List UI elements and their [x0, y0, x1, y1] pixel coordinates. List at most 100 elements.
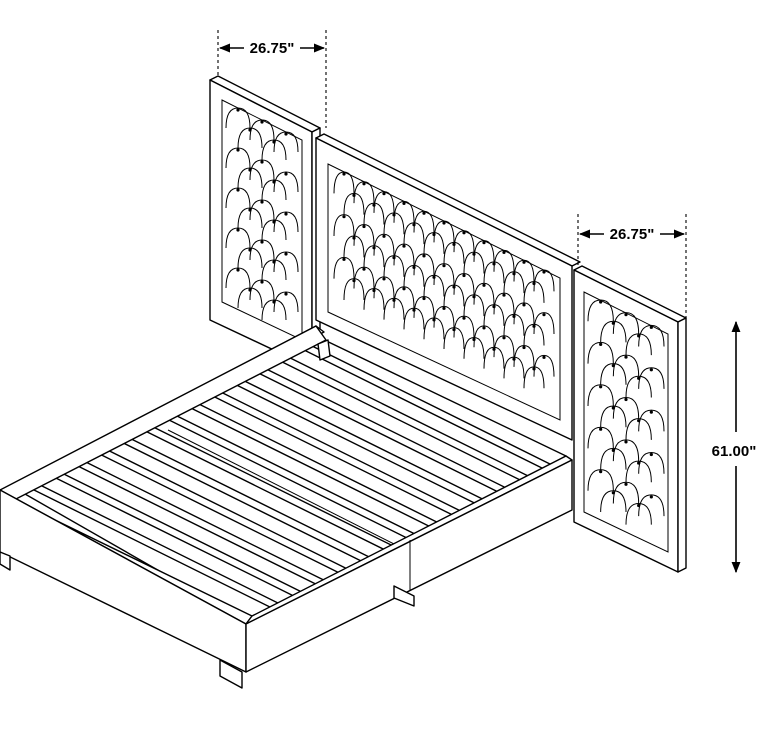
center-tufted-pattern: [333, 171, 555, 389]
tuft-scallop: [625, 375, 652, 398]
tuft-button: [611, 364, 615, 368]
left-wing-panel: [209, 75, 321, 369]
tuft-scallop: [443, 241, 465, 264]
tuft-scallop: [443, 327, 465, 350]
tuft-scallop: [513, 259, 535, 282]
tuft-scallop: [353, 266, 375, 289]
tuft-scallop: [503, 271, 525, 294]
tuft-scallop: [523, 281, 545, 303]
tuft-button: [272, 140, 276, 144]
tuft-scallop: [363, 245, 385, 268]
tuft-button: [272, 220, 276, 224]
tuft-button: [482, 283, 486, 287]
tuft-scallop: [523, 366, 545, 389]
tuft-button: [522, 345, 526, 350]
bed-frame: [0, 325, 573, 689]
tuft-scallop: [225, 267, 251, 289]
tuft-scallop: [343, 278, 365, 301]
tuft-scallop: [261, 179, 287, 201]
tuft-scallop: [403, 264, 425, 287]
tuft-scallop: [237, 287, 263, 309]
tuft-scallop: [513, 345, 535, 367]
tuft-scallop: [625, 460, 652, 483]
tuft-button: [542, 270, 546, 274]
tuft-scallop: [493, 335, 515, 358]
tuft-button: [342, 215, 346, 219]
tuft-button: [260, 160, 264, 164]
tuft-button: [599, 385, 603, 389]
tuft-button: [462, 231, 466, 235]
tuft-button: [372, 288, 376, 293]
tuft-button: [611, 491, 615, 495]
tuft-button: [260, 200, 264, 204]
tuft-button: [611, 321, 615, 325]
tuft-button: [512, 272, 516, 276]
tuft-button: [432, 318, 436, 322]
tuft-scallop: [503, 313, 525, 336]
tuft-button: [382, 234, 386, 238]
tuft-scallop: [363, 202, 385, 225]
tuft-scallop: [523, 323, 545, 346]
tuft-button: [352, 193, 356, 197]
tuft-button: [462, 273, 466, 278]
tuft-scallop: [433, 220, 455, 243]
tuft-scallop: [423, 274, 445, 297]
tuft-scallop: [533, 354, 555, 377]
tuft-scallop: [237, 127, 263, 149]
tuft-scallop: [373, 276, 395, 299]
tuft-scallop: [225, 227, 251, 249]
tuft-button: [599, 470, 603, 474]
tuft-button: [236, 108, 240, 112]
dimension-left-width: 26.75": [217, 30, 327, 128]
tuft-button: [482, 326, 486, 330]
tuft-button: [649, 495, 653, 499]
tuft-scallop: [403, 307, 425, 330]
tuft-button: [402, 244, 406, 248]
tuft-scallop: [600, 320, 627, 343]
tuft-scallop: [453, 230, 475, 253]
tuft-button: [382, 277, 386, 281]
tuft-button: [532, 281, 536, 286]
tuft-button: [432, 275, 436, 279]
tuft-scallop: [261, 299, 287, 321]
tuft-button: [624, 397, 628, 402]
tuft-scallop: [600, 490, 627, 513]
tuft-button: [442, 306, 446, 310]
tuft-button: [624, 355, 628, 359]
tuft-button: [649, 325, 653, 329]
tuft-scallop: [625, 333, 652, 356]
tuft-scallop: [493, 292, 515, 315]
tuft-button: [402, 201, 406, 205]
tuft-button: [392, 298, 396, 302]
tuft-button: [236, 268, 240, 272]
tuft-scallop: [261, 139, 287, 161]
tuft-scallop: [383, 212, 405, 235]
tuft-button: [382, 192, 386, 196]
tuft-button: [492, 262, 496, 266]
tuft-button: [342, 172, 346, 176]
tuft-scallop: [225, 147, 251, 169]
tuft-button: [649, 410, 653, 414]
tuft-scallop: [600, 447, 627, 470]
dimension-label-right-width: 26.75": [610, 226, 655, 243]
tuft-button: [492, 347, 496, 351]
tuft-button: [412, 223, 416, 227]
tuft-button: [260, 280, 264, 284]
tuft-scallop: [587, 299, 614, 322]
tuft-scallop: [453, 315, 475, 338]
tuft-scallop: [261, 259, 287, 281]
tuft-button: [392, 213, 396, 217]
tuft-scallop: [600, 405, 627, 428]
tuft-button: [284, 132, 288, 136]
tuft-button: [422, 296, 426, 301]
tuft-button: [599, 342, 603, 346]
tuft-button: [272, 260, 276, 264]
tuft-scallop: [373, 191, 395, 213]
tuft-scallop: [393, 286, 415, 309]
tuft-button: [362, 224, 366, 229]
tuft-scallop: [237, 247, 263, 269]
tuft-scallop: [473, 325, 495, 348]
tuft-scallop: [453, 272, 475, 295]
tuft-button: [432, 232, 436, 237]
